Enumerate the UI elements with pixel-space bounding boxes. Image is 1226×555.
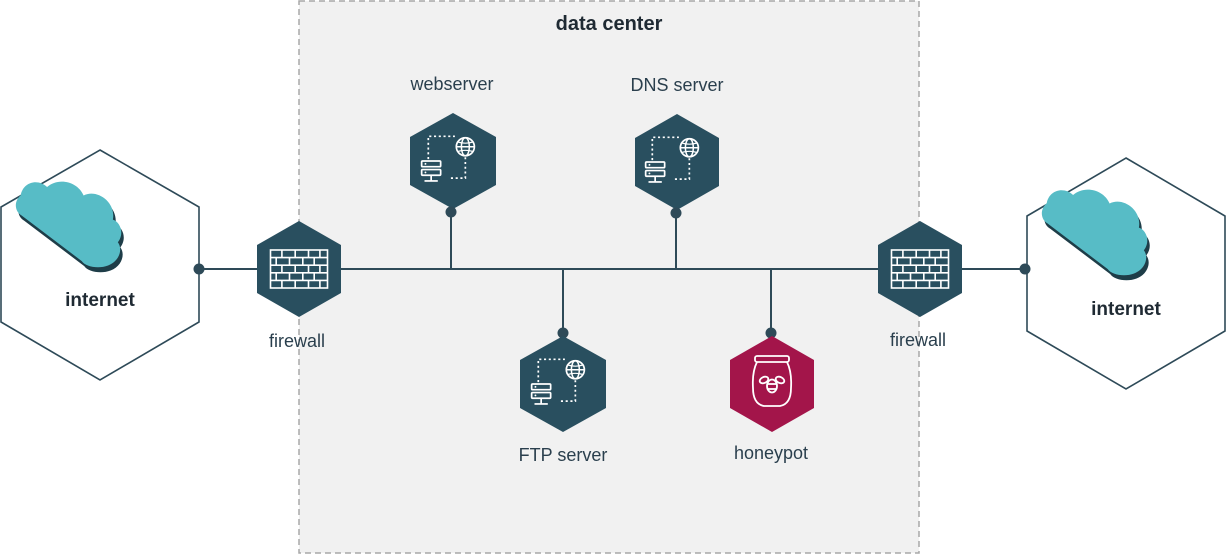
honeypot-node: honeypot xyxy=(730,327,814,463)
data-center-title: data center xyxy=(556,13,663,35)
webserver-label: webserver xyxy=(409,74,493,94)
connector-dot xyxy=(193,263,205,275)
dns-server-node: DNS server xyxy=(630,75,724,219)
dns-server-label: DNS server xyxy=(630,75,723,95)
connector-dot xyxy=(1019,263,1031,275)
internet-label: internet xyxy=(1091,299,1161,320)
webserver-node: webserver xyxy=(409,74,496,218)
internet-node-left: internet xyxy=(0,149,205,381)
webserver-hexagon xyxy=(410,113,496,209)
connector-dot xyxy=(765,327,777,339)
ftp-server-node: FTP server xyxy=(519,327,608,465)
firewall-hexagon xyxy=(878,221,962,317)
internet-label: internet xyxy=(65,290,135,311)
firewall-label: firewall xyxy=(890,330,946,350)
ftp-server-label: FTP server xyxy=(519,445,608,465)
dns-server-hexagon xyxy=(635,114,719,210)
firewall-hexagon xyxy=(257,221,341,317)
firewall-node-left: firewall xyxy=(257,221,341,351)
connector-dot xyxy=(670,207,682,219)
firewall-node-right: firewall xyxy=(878,221,962,350)
internet-node-right: internet xyxy=(1019,157,1226,390)
honeypot-label: honeypot xyxy=(734,443,808,463)
connector-dot xyxy=(445,206,457,218)
firewall-label: firewall xyxy=(269,331,325,351)
connector-dot xyxy=(557,327,569,339)
ftp-server-hexagon xyxy=(520,336,606,432)
data-center-zone xyxy=(298,0,920,554)
honey-jar-icon xyxy=(751,355,793,407)
